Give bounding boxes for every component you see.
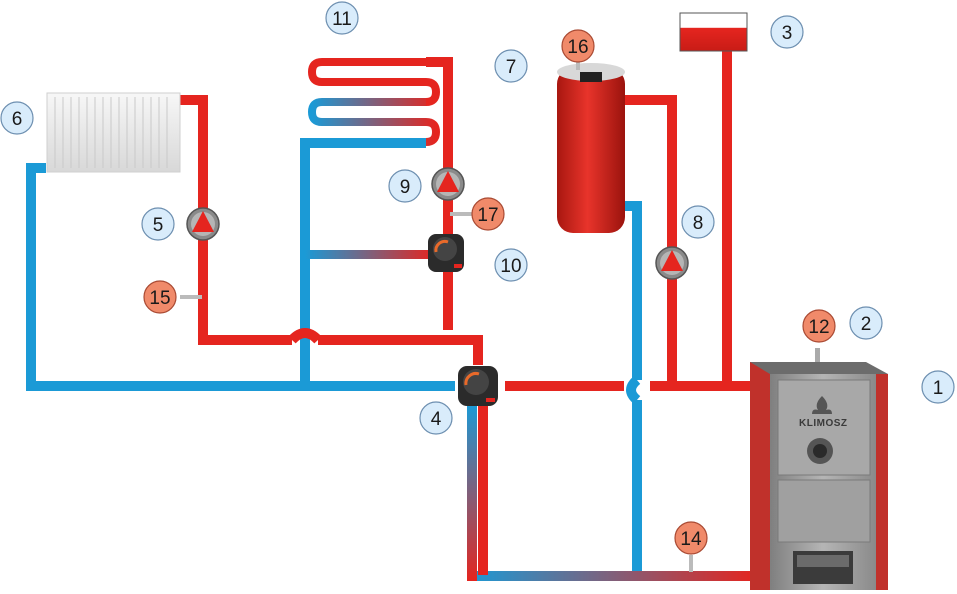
coil-hot-loop [307, 58, 441, 106]
svg-text:9: 9 [400, 177, 411, 198]
boiler-door-lower [777, 479, 871, 543]
klimosz-flame-logo-icon [812, 396, 832, 414]
bottom-return-pipe [467, 571, 757, 581]
mixer4-return-riser [467, 405, 477, 581]
label-11: 11 [325, 1, 359, 35]
boiler-side-right [876, 374, 888, 590]
svg-text:17: 17 [477, 205, 498, 226]
radiator-return-pipe [26, 163, 455, 391]
pump-8 [655, 246, 689, 280]
svg-text:5: 5 [153, 215, 164, 236]
tank-supply-pipe [622, 95, 677, 386]
label-10: 10 [494, 248, 528, 282]
tank-return-pipe [622, 201, 642, 380]
radiator [46, 92, 181, 173]
svg-text:14: 14 [680, 529, 702, 550]
boiler-brand: KLIMOSZ [799, 418, 848, 429]
label-7: 7 [494, 49, 528, 83]
label-5: 5 [141, 207, 175, 241]
svg-text:10: 10 [500, 256, 521, 277]
boiler-side-left [750, 362, 770, 590]
label-12: 12 [802, 309, 836, 343]
tank-display [580, 72, 602, 82]
radiator-body [46, 92, 181, 173]
radiator-crossover [288, 328, 322, 344]
label-2: 2 [849, 306, 883, 340]
label-8: 8 [681, 205, 715, 239]
label-16: 16 [561, 29, 595, 63]
sensor-16-stub [576, 60, 580, 70]
hot-water-tank [557, 63, 625, 233]
mixer10-bypass-pipe [305, 250, 435, 259]
pump-9-arrow-icon [437, 171, 459, 192]
boiler-sensor-stub [815, 348, 820, 362]
floor-coil [307, 58, 441, 146]
label-6: 6 [0, 101, 34, 135]
mixing-valve-4 [458, 366, 498, 406]
svg-text:2: 2 [861, 314, 872, 335]
pump-9 [431, 167, 465, 201]
cold-pipes [26, 138, 642, 576]
radiator-fins [54, 97, 168, 168]
pump-5 [186, 207, 220, 241]
tank-body [557, 68, 625, 233]
tank-return-crossover [626, 376, 641, 404]
pump-5-arrow-icon [192, 211, 214, 232]
sensor-14-stub [689, 555, 693, 572]
label-1: 1 [921, 370, 955, 404]
label-3: 3 [770, 15, 804, 49]
boiler: KLIMOSZ [750, 348, 888, 590]
main-hot-upper [318, 335, 483, 365]
coil-mixed-loop [307, 98, 441, 146]
svg-text:7: 7 [506, 57, 517, 78]
svg-text:8: 8 [693, 213, 704, 234]
label-9: 9 [388, 169, 422, 203]
sensor-17-stub [450, 212, 472, 216]
label-17: 17 [471, 197, 505, 231]
expansion-vessel [679, 12, 748, 52]
svg-text:12: 12 [808, 317, 829, 338]
sensor-15-stub [180, 295, 202, 299]
pump-8-arrow-icon [661, 250, 683, 271]
svg-text:11: 11 [332, 9, 352, 30]
svg-text:3: 3 [782, 23, 793, 44]
svg-text:4: 4 [431, 409, 442, 430]
coil-return-pipe [300, 138, 426, 386]
svg-text:1: 1 [933, 378, 944, 399]
label-15: 15 [143, 280, 177, 314]
svg-text:6: 6 [12, 109, 23, 130]
label-14: 14 [674, 521, 708, 555]
svg-text:15: 15 [149, 288, 170, 309]
svg-text:16: 16 [567, 37, 588, 58]
label-4: 4 [419, 401, 453, 435]
boiler-top [750, 362, 888, 374]
mixing-valve-10 [428, 234, 464, 272]
